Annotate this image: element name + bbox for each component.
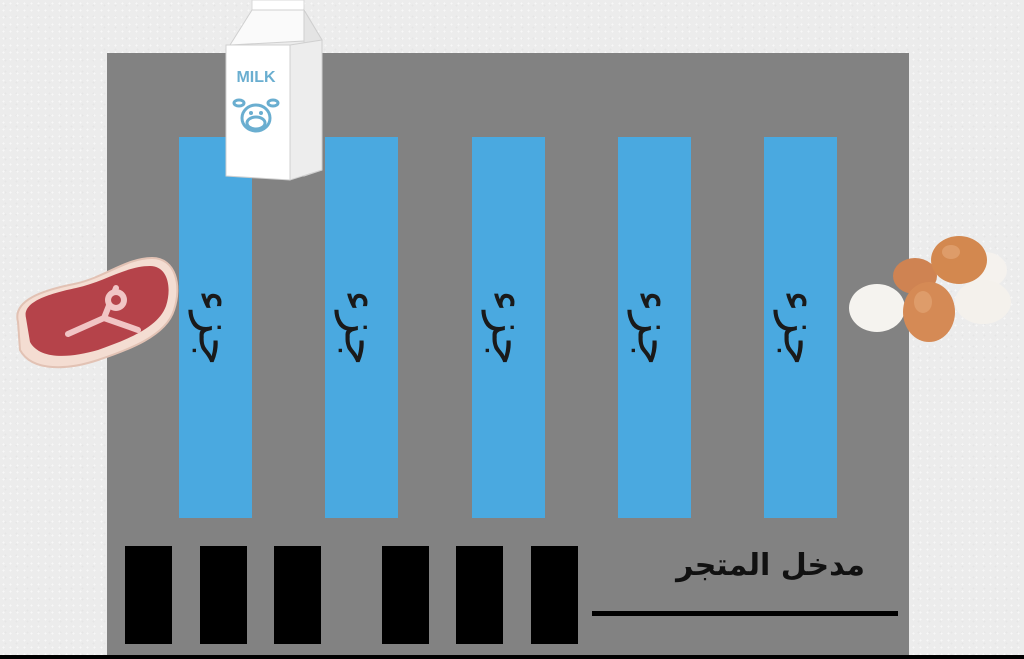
steak-icon bbox=[16, 256, 179, 369]
checkout-counter-6 bbox=[531, 546, 578, 644]
aisle-3: جزء bbox=[472, 137, 545, 518]
checkout-counter-2 bbox=[200, 546, 247, 644]
store-entrance-label: مدخل المتجر bbox=[676, 548, 865, 583]
aisle-label: جزء bbox=[773, 289, 828, 366]
aisle-5: جزء bbox=[764, 137, 837, 518]
cow-icon bbox=[232, 98, 280, 133]
checkout-counter-1 bbox=[125, 546, 172, 644]
milk-carton-icon: MILK bbox=[225, 0, 323, 181]
aisle-label: جزء bbox=[334, 289, 389, 366]
milk-label: MILK bbox=[236, 69, 276, 86]
eggs-icon bbox=[849, 236, 1011, 342]
checkout-counter-3 bbox=[274, 546, 321, 644]
aisle-label: جزء bbox=[627, 289, 682, 366]
aisle-2: جزء bbox=[325, 137, 398, 518]
aisle-label: جزء bbox=[188, 289, 243, 366]
aisle-label: جزء bbox=[481, 289, 536, 366]
checkout-counter-5 bbox=[456, 546, 503, 644]
store-entrance-line bbox=[592, 611, 898, 616]
aisle-4: جزء bbox=[618, 137, 691, 518]
aisle-1: جزء bbox=[179, 137, 252, 518]
checkout-counter-4 bbox=[382, 546, 429, 644]
bottom-edge-line bbox=[0, 655, 1024, 659]
